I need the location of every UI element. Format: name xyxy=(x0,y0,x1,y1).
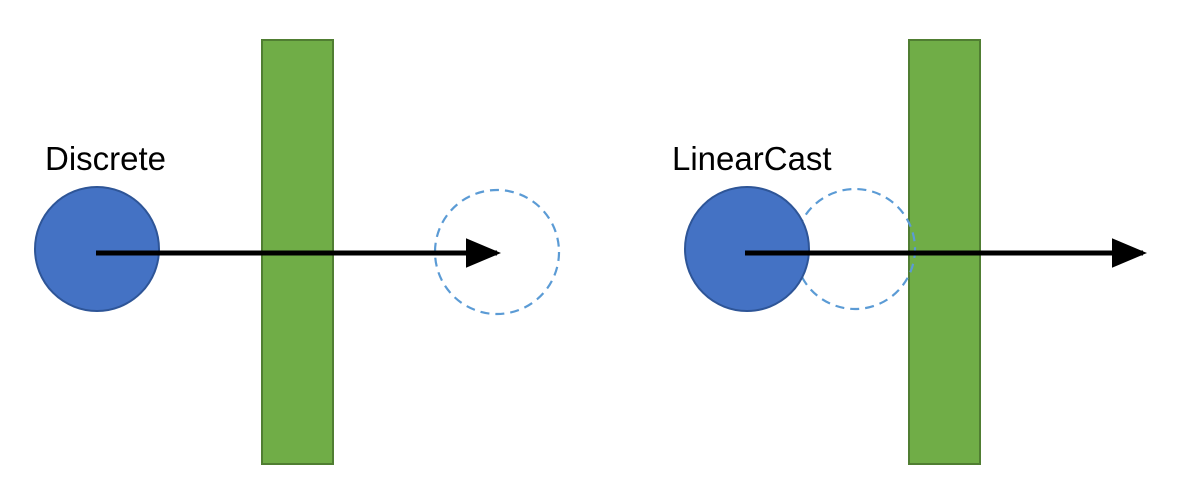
panel-discrete: Discrete xyxy=(34,39,561,465)
start-position-circle-discrete xyxy=(34,186,160,312)
panel-linearcast: LinearCast xyxy=(672,39,1148,465)
panel-label-linearcast: LinearCast xyxy=(672,140,832,177)
start-position-circle-linearcast xyxy=(684,186,810,312)
end-position-ghost-circle-discrete xyxy=(433,188,561,316)
panel-label-discrete: Discrete xyxy=(45,140,166,177)
